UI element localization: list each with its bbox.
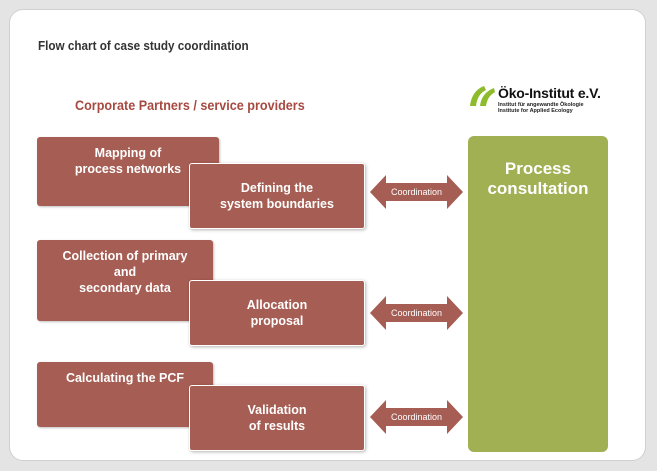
process-consultation-panel: Process consultation: [468, 136, 608, 452]
diagram-title: Flow chart of case study coordination: [38, 38, 249, 53]
oeko-institut-logo: Öko-Institut e.V. Institut für angewandt…: [467, 84, 617, 118]
coordination-label: Coordination: [390, 187, 443, 197]
logo-name: Öko-Institut e.V.: [498, 85, 601, 101]
step-label: Mapping of process networks: [74, 146, 182, 176]
double-arrow-icon: [370, 296, 463, 330]
step-label: Calculating the PCF: [65, 371, 185, 385]
partners-heading: Corporate Partners / service providers: [75, 97, 305, 113]
logo-mark-icon: [470, 86, 495, 106]
step-mapping-process-networks: Mapping of process networks: [37, 137, 219, 206]
coordination-label: Coordination: [390, 308, 443, 318]
step-label: Allocation proposal: [246, 298, 308, 328]
logo-tagline-en: Institute for Applied Ecology: [498, 108, 573, 114]
double-arrow-icon: [370, 400, 463, 434]
step-collection-of-data: Collection of primary and secondary data: [37, 240, 213, 321]
coordination-label: Coordination: [390, 412, 443, 422]
step-allocation-proposal: Allocation proposal: [189, 280, 365, 346]
coordination-arrow: Coordination: [370, 175, 463, 209]
step-defining-system-boundaries: Defining the system boundaries: [189, 163, 365, 229]
step-validation-of-results: Validation of results: [189, 385, 365, 451]
logo-tagline-de: Institut für angewandte Ökologie: [498, 102, 584, 108]
coordination-arrow: Coordination: [370, 400, 463, 434]
step-label: Defining the system boundaries: [220, 181, 334, 211]
step-label: Collection of primary and secondary data: [62, 249, 188, 295]
step-calculating-pcf: Calculating the PCF: [37, 362, 213, 427]
step-label: Validation of results: [247, 403, 307, 433]
process-consultation-label: Process consultation: [487, 159, 589, 198]
coordination-arrow: Coordination: [370, 296, 463, 330]
double-arrow-icon: [370, 175, 463, 209]
